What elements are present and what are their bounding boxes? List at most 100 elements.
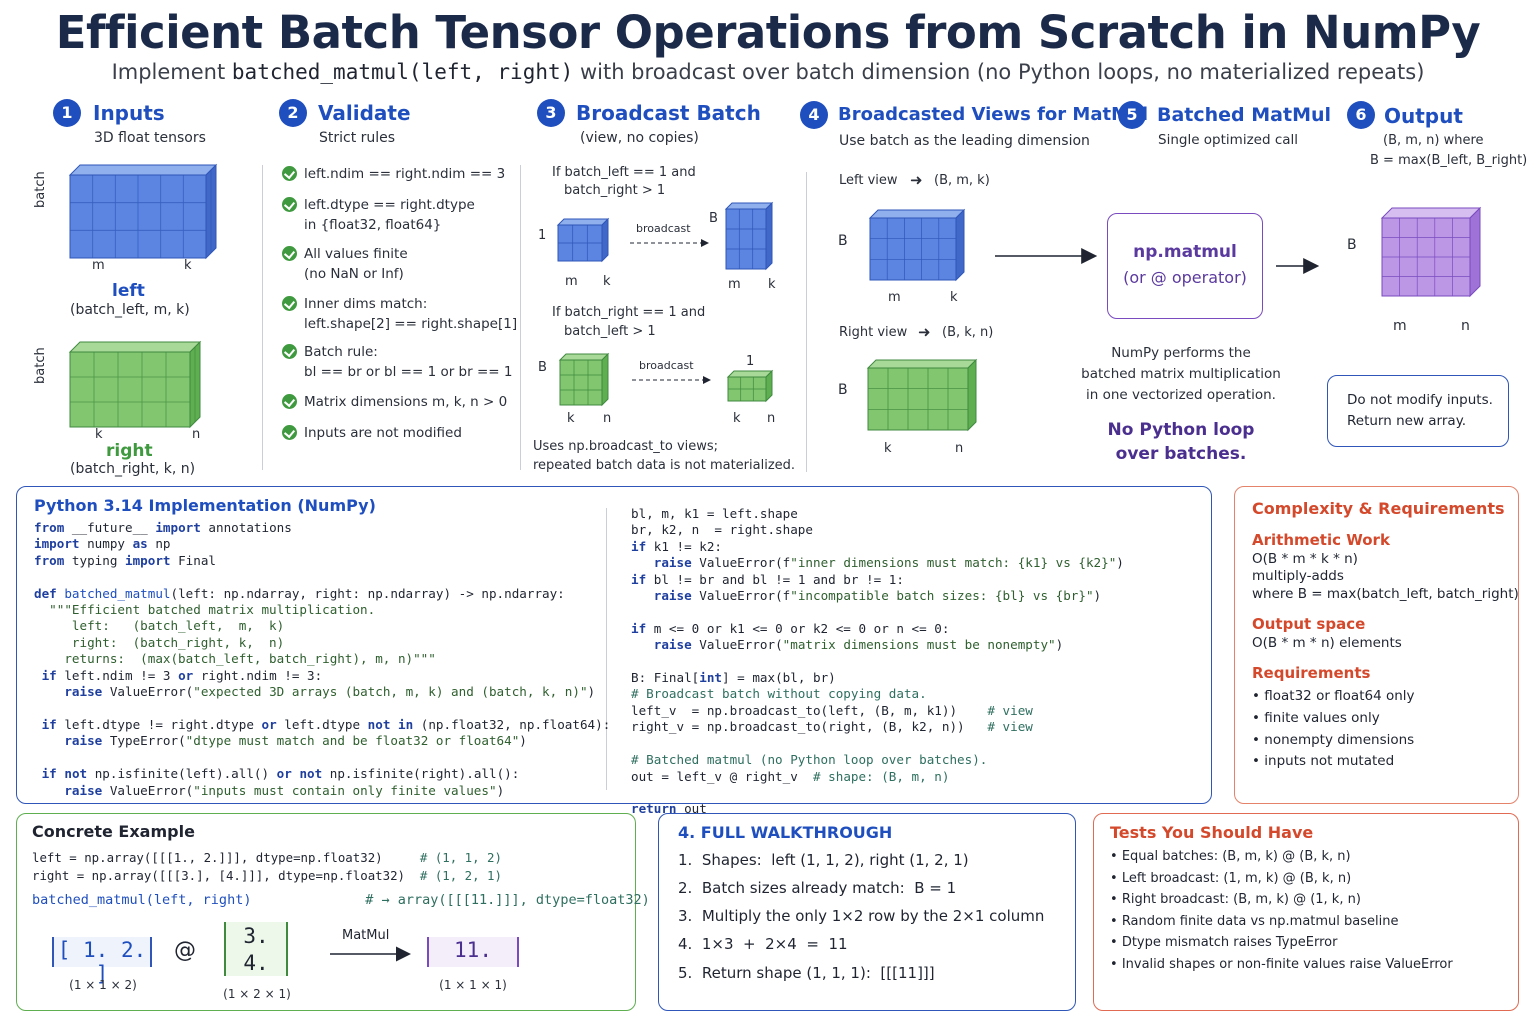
step-6-title: Output (1384, 104, 1463, 128)
check-icon (282, 246, 297, 261)
left-small-cube (556, 217, 610, 263)
check-icon (282, 166, 297, 181)
example-result-value: 11. (454, 938, 492, 962)
divider (806, 172, 807, 472)
code-block-right: bl, m, k1 = left.shape br, k2, n = right… (631, 506, 1124, 817)
right-view-n-label: n (955, 441, 964, 456)
walkthrough-step: 5. Return shape (1, 1, 1): [[[11]]] (678, 964, 935, 982)
right-k-label: k (95, 427, 103, 442)
right-n-label: n (192, 427, 201, 442)
step-3-title: Broadcast Batch (576, 101, 761, 125)
matmul-name: np.matmul (1133, 242, 1237, 262)
broadcast-n-label-2: n (767, 411, 776, 426)
implementation-panel (16, 486, 1212, 804)
left-view-B-label: B (838, 233, 848, 249)
broadcast-diagram (556, 201, 774, 407)
requirement-item: • inputs not mutated (1252, 753, 1395, 769)
broadcast-k-label-2: k (768, 277, 776, 292)
right-view-arrow-icon: ➜ (918, 323, 931, 341)
example-result-shape: (1 × 1 × 1) (439, 978, 507, 992)
broadcast-arrow-label: broadcast (636, 222, 691, 235)
step-2-title: Validate (318, 101, 411, 125)
requirement-item: • finite values only (1252, 710, 1380, 726)
step-4-number: 4 (800, 101, 828, 129)
right-view-cube (866, 358, 978, 432)
step-4-title: Broadcasted Views for MatMul (838, 104, 1148, 125)
example-op: MatMul (342, 928, 390, 943)
output-space-line: O(B * m * n) elements (1252, 635, 1402, 651)
arith-line-1: O(B * m * k * n) (1252, 551, 1358, 567)
example-right-top: 3. (243, 924, 269, 948)
example-call: batched_matmul(left, right) # → array([[… (32, 892, 650, 908)
validate-item: Inner dims match: left.shape[2] == right… (282, 294, 517, 334)
views-diagram (866, 208, 1098, 432)
step-6-subtitle: (B, m, n) where (1383, 133, 1484, 148)
step-5-number: 5 (1118, 101, 1146, 129)
output-B-label: B (1347, 237, 1357, 253)
inputs-diagram (68, 163, 218, 429)
left-tensor-cube (68, 163, 218, 260)
right-view-shape: (B, k, n) (942, 325, 994, 340)
step-3-subtitle: (view, no copies) (580, 130, 699, 146)
walkthrough-step: 3. Multiply the only 1×2 row by the 2×1 … (678, 907, 1045, 925)
check-icon (282, 197, 297, 212)
output-m-label: m (1393, 318, 1407, 334)
right-shape: (batch_right, k, n) (70, 461, 196, 477)
broadcast-k-label-4: k (733, 411, 741, 426)
output-cube (1380, 206, 1482, 298)
step-3-number: 3 (537, 99, 565, 127)
requirement-item: • float32 or float64 only (1252, 688, 1415, 704)
validate-item: left.dtype == right.dtype in {float32, f… (282, 195, 475, 235)
complexity-title: Complexity & Requirements (1252, 499, 1505, 518)
example-left-shape: (1 × 1 × 2) (69, 978, 137, 992)
arith-line-3: where B = max(batch_left, batch_right) (1252, 586, 1519, 602)
left-view-k-label: k (950, 290, 958, 305)
output-diagram (1380, 206, 1482, 298)
step-1-subtitle: 3D float tensors (94, 130, 206, 146)
broadcast-m-label: m (565, 274, 578, 289)
output-n-label: n (1461, 318, 1470, 334)
example-title: Concrete Example (32, 822, 195, 841)
left-batch-label: batch (33, 171, 48, 208)
validate-item: left.ndim == right.ndim == 3 (282, 164, 505, 184)
output-note-2: Return new array. (1347, 413, 1467, 429)
left-view-m-label: m (888, 290, 901, 305)
left-view-cube (868, 208, 966, 282)
example-right-shape: (1 × 2 × 1) (223, 987, 291, 1001)
broadcast-k-label: k (603, 274, 611, 289)
walkthrough-step: 1. Shapes: left (1, 1, 2), right (1, 2, … (678, 851, 969, 869)
example-left-matrix (52, 937, 152, 967)
page-title: Efficient Batch Tensor Operations from S… (55, 6, 1481, 59)
left-view-shape: (B, m, k) (934, 173, 990, 188)
arith-line-2: multiply-adds (1252, 568, 1344, 584)
broadcast-k-label-3: k (567, 411, 575, 426)
validate-item: Matrix dimensions m, k, n > 0 (282, 392, 507, 412)
test-item: • Dtype mismatch raises TypeError (1110, 935, 1338, 950)
example-right-matrix (224, 922, 288, 976)
right-tall-cube (558, 352, 610, 407)
test-item: • Random finite data vs np.matmul baseli… (1110, 914, 1399, 929)
divider (520, 165, 521, 470)
tests-title: Tests You Should Have (1110, 823, 1314, 842)
requirement-item: • nonempty dimensions (1252, 732, 1415, 748)
matmul-desc-2: batched matrix multiplication (1081, 366, 1281, 382)
implementation-title: Python 3.14 Implementation (NumPy) (34, 496, 376, 515)
broadcast-note-2: repeated batch data is not materialized. (533, 458, 796, 473)
step-1-number: 1 (53, 99, 81, 127)
validate-item: All values finite (no NaN or Inf) (282, 244, 408, 284)
step-4-subtitle: Use batch as the leading dimension (839, 133, 1090, 149)
example-arrow (330, 946, 411, 962)
left-name: left (112, 281, 145, 301)
step-5-title: Batched MatMul (1157, 104, 1332, 126)
step-2-subtitle: Strict rules (319, 130, 396, 146)
broadcast-m-label-2: m (728, 277, 741, 292)
left-m-label: m (92, 258, 105, 273)
test-item: • Left broadcast: (1, m, k) @ (B, k, n) (1110, 871, 1352, 886)
broadcast-cond1-line2: batch_right > 1 (564, 183, 666, 198)
example-result-matrix (427, 937, 519, 967)
step-1-title: Inputs (93, 101, 165, 125)
right-small-cube (726, 369, 774, 403)
matmul-box (1107, 213, 1263, 319)
left-shape: (batch_left, m, k) (70, 302, 190, 318)
right-tensor-cube (68, 340, 202, 429)
